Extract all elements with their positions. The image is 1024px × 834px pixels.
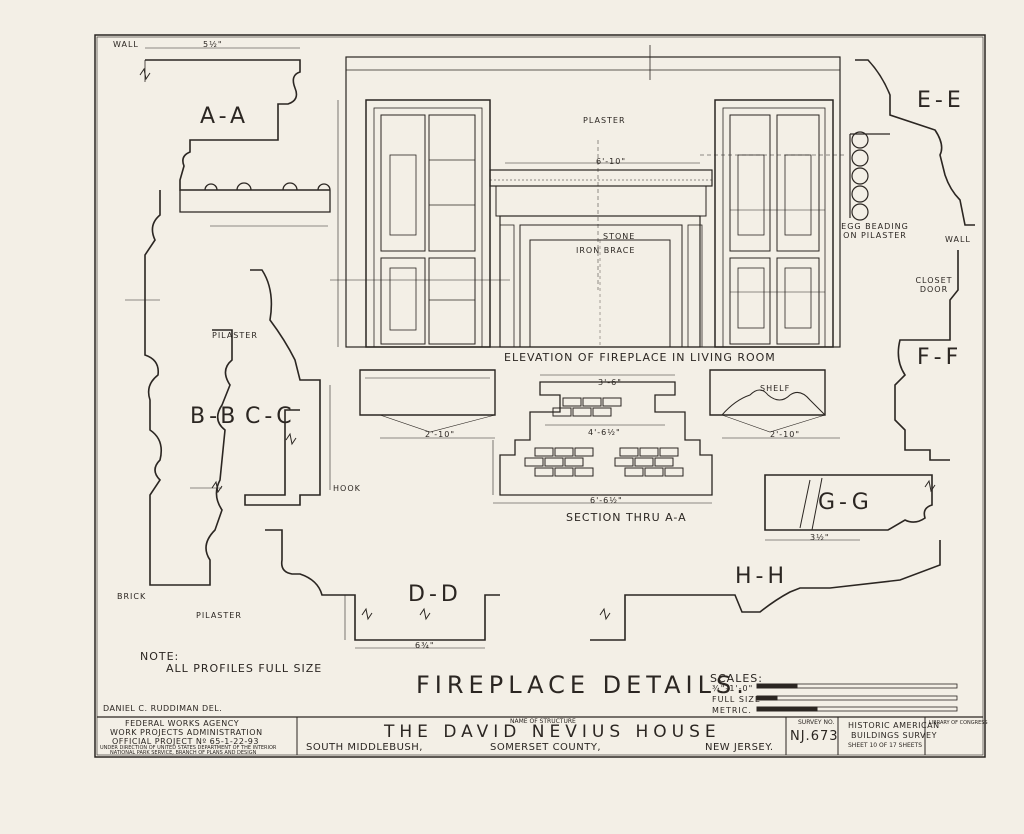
- label-profile-a-a: A-A: [200, 104, 250, 129]
- profile-g-g: [764, 474, 933, 531]
- fireplace-elevation: [330, 45, 845, 348]
- dim-shelf-right: 2'-10": [770, 430, 801, 439]
- habs-line-1: HISTORIC AMERICAN: [848, 721, 940, 730]
- label-egg-beading: EGG BEADING ON PILASTER: [841, 222, 909, 240]
- profile-f-f: [894, 250, 959, 461]
- dim-mantel: 6'-10": [596, 157, 627, 166]
- label-pilaster-1: PILASTER: [212, 331, 258, 340]
- label-profile-h-h: H-H: [735, 564, 789, 589]
- bead-profiles: [179, 182, 331, 227]
- location-county: SOMERSET COUNTY,: [490, 742, 602, 753]
- sheet-border-inner: [96, 36, 984, 756]
- label-profile-d-d: D-D: [408, 582, 462, 607]
- note-heading: NOTE:: [140, 650, 180, 663]
- caption-section: SECTION THRU A-A: [566, 511, 687, 524]
- scale-3-4-inch: ¾"-1'-0": [712, 684, 754, 693]
- brick-courses: [524, 397, 684, 477]
- break-marks: [139, 67, 936, 621]
- section-thru-a-a: [492, 374, 713, 504]
- agency-line-2: WORK PROJECTS ADMINISTRATION: [110, 728, 263, 737]
- sheet-number: SHEET 10 OF 17 SHEETS: [848, 742, 923, 749]
- library-of-congress: LIBRARY OF CONGRESS: [929, 720, 988, 726]
- profile-c-c: [244, 269, 321, 506]
- agency-line-5: NATIONAL PARK SERVICE, BRANCH OF PLANS A…: [110, 750, 257, 756]
- label-profile-g-g: G-G: [818, 490, 873, 515]
- dim-shelf-left: 2'-10": [425, 430, 456, 439]
- agency-line-1: FEDERAL WORKS AGENCY: [125, 719, 240, 728]
- label-shelf: SHELF: [760, 384, 791, 393]
- location-town: SOUTH MIDDLEBUSH,: [306, 742, 423, 753]
- shelf-plan-left: [359, 369, 496, 439]
- draftsman-credit: DANIEL C. RUDDIMAN DEL.: [103, 704, 223, 713]
- dim-gg-width: 3½": [810, 533, 830, 542]
- structure-name-label: NAME OF STRUCTURE: [510, 718, 576, 725]
- dim-section-top: 3'-6": [598, 378, 622, 387]
- label-closet-door: CLOSET DOOR: [915, 276, 953, 294]
- profile-b-b: [144, 190, 233, 586]
- profile-h-h: [590, 540, 941, 641]
- dim-section-mid: 4'-6½": [588, 428, 621, 437]
- scale-bars: [756, 683, 958, 712]
- dim-dd-width: 6¾": [415, 641, 435, 650]
- house-name: THE DAVID NEVIUS HOUSE: [384, 722, 721, 742]
- profile-e-e: [855, 59, 975, 226]
- scale-metric: METRIC.: [712, 706, 752, 715]
- label-wall-right: WALL: [945, 235, 971, 244]
- label-hook: HOOK: [333, 484, 361, 493]
- caption-elevation: ELEVATION OF FIREPLACE IN LIVING ROOM: [504, 351, 776, 364]
- label-profile-f-f: F-F: [917, 345, 963, 370]
- label-profile-e-e: E-E: [917, 88, 965, 113]
- agency-line-3: OFFICIAL PROJECT Nº 65-1-22-93: [112, 737, 259, 746]
- location-state: NEW JERSEY.: [705, 742, 774, 753]
- scale-full-size: FULL SIZE: [712, 695, 761, 704]
- shelf-plan-right: [709, 369, 840, 439]
- egg-beading-detail: [849, 131, 890, 221]
- habs-line-2: BUILDINGS SURVEY: [851, 731, 937, 740]
- agency-line-4: UNDER DIRECTION OF UNITED STATES DEPARTM…: [100, 745, 277, 751]
- label-wall-top: WALL: [113, 40, 139, 49]
- title-block-lines: [97, 716, 983, 755]
- survey-label: SURVEY NO.: [798, 719, 835, 726]
- label-profile-c-c: C-C: [245, 404, 296, 429]
- label-plaster: PLASTER: [583, 116, 626, 125]
- survey-number: NJ.673: [790, 729, 839, 744]
- dim-section-bottom: 6'-6½": [590, 496, 623, 505]
- sheet-border: [94, 34, 986, 758]
- profile-d-d: [265, 529, 500, 641]
- scales-heading: SCALES:: [710, 672, 763, 685]
- label-stone: STONE: [603, 232, 636, 241]
- label-brick: BRICK: [117, 592, 147, 601]
- label-iron-brace: IRON BRACE: [576, 246, 636, 255]
- profile-a-a: [145, 59, 330, 191]
- label-pilaster-2: PILASTER: [196, 611, 242, 620]
- label-profile-b-b: B-B: [190, 404, 240, 429]
- note-text: ALL PROFILES FULL SIZE: [166, 662, 323, 675]
- drawing-title: FIREPLACE DETAILS.: [416, 671, 749, 699]
- dim-top-width: 5½": [203, 40, 223, 49]
